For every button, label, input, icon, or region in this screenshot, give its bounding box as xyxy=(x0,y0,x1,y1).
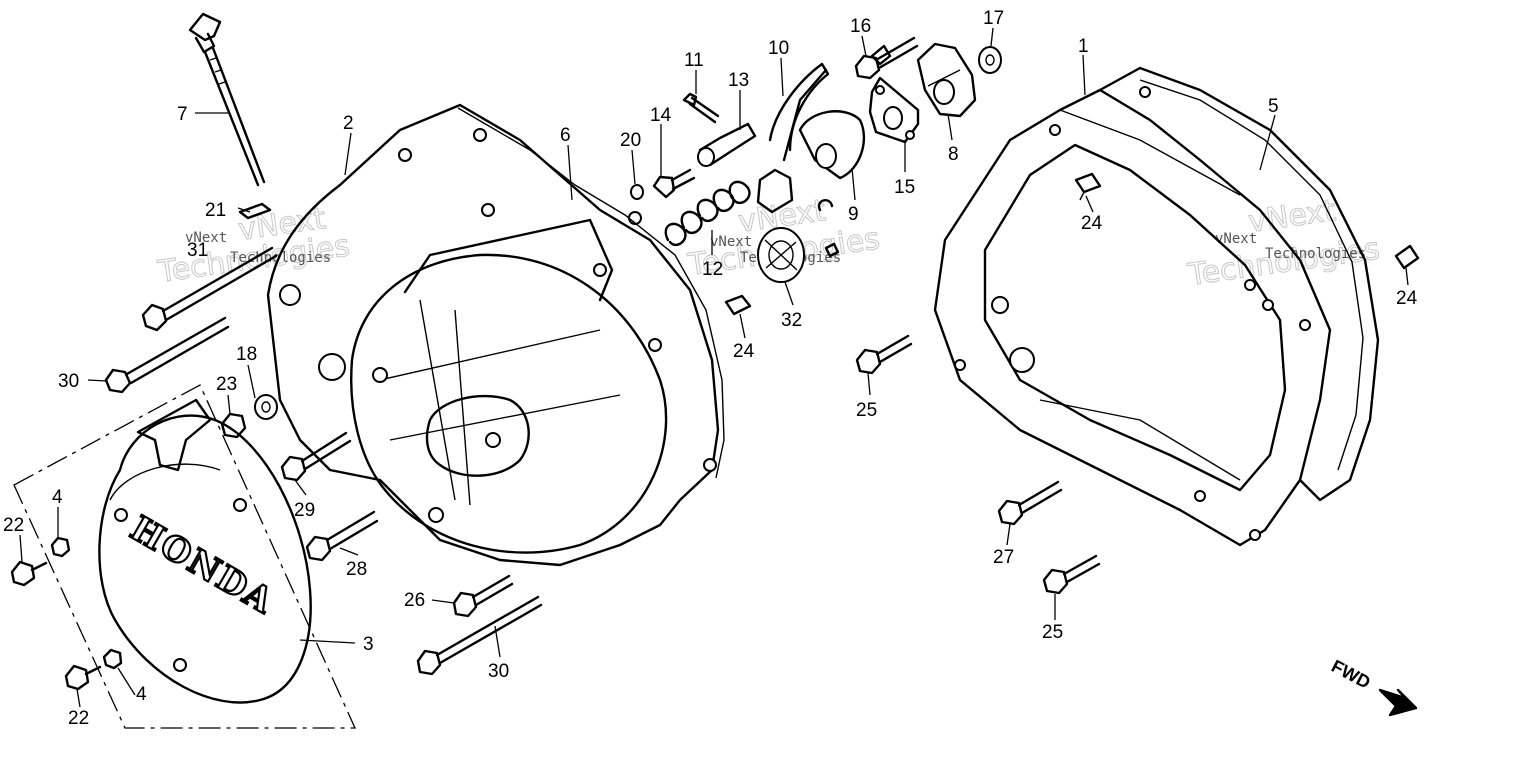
long-bolt-30-upper xyxy=(104,316,230,394)
lifter-joint-13 xyxy=(697,122,757,167)
label-30-upper: 30 xyxy=(58,371,79,392)
label-4-lower: 4 xyxy=(136,684,147,705)
label-3: 3 xyxy=(363,634,374,655)
small-washer-21 xyxy=(238,202,272,220)
honda-logo: HONDA xyxy=(124,509,281,623)
label-1: 1 xyxy=(1078,36,1089,57)
label-25-lower: 25 xyxy=(1042,622,1063,643)
forward-arrow: FWD xyxy=(1328,656,1418,717)
gasket-6 xyxy=(457,107,725,479)
bolt-25-upper xyxy=(855,334,913,375)
label-15: 15 xyxy=(894,177,915,198)
o-ring-20 xyxy=(630,184,644,200)
label-24-center: 24 xyxy=(733,341,755,362)
label-24-inner: 24 xyxy=(1081,213,1103,234)
plate-15 xyxy=(868,76,920,144)
label-25-upper: 25 xyxy=(856,400,877,421)
label-13: 13 xyxy=(728,70,749,91)
label-22-lower: 22 xyxy=(68,708,89,729)
grommet-4-upper xyxy=(50,536,71,558)
bolt-28 xyxy=(305,510,379,562)
label-27: 27 xyxy=(993,547,1014,568)
label-18: 18 xyxy=(236,344,257,365)
lifter-piece-9 xyxy=(798,110,866,180)
label-14: 14 xyxy=(650,105,672,126)
bolt-16 xyxy=(854,36,919,80)
clip-19 xyxy=(817,199,840,258)
screw-22-upper xyxy=(10,560,48,587)
collar-24-center xyxy=(724,294,752,316)
label-17: 17 xyxy=(983,8,1004,29)
label-32: 32 xyxy=(781,310,802,331)
forward-label: FWD xyxy=(1328,656,1374,693)
crankcase-cover xyxy=(266,103,720,567)
watermark-text-6: Technologies xyxy=(1265,246,1366,262)
washer-17 xyxy=(978,46,1002,74)
label-21: 21 xyxy=(205,200,226,221)
label-12: 12 xyxy=(702,259,723,280)
washer-18 xyxy=(254,394,278,420)
label-7: 7 xyxy=(177,104,188,125)
leader-lines xyxy=(19,27,1409,708)
label-24-right: 24 xyxy=(1396,288,1418,309)
watermark-text-2: Technologies xyxy=(230,250,331,266)
bearing-32 xyxy=(757,227,805,283)
label-8: 8 xyxy=(948,144,959,165)
watermark-right: Technologies vNext vNext Technologies xyxy=(1185,193,1383,294)
grommet-4-lower xyxy=(102,648,123,670)
cover-frame-1 xyxy=(933,86,1332,547)
label-30-lower: 30 xyxy=(488,661,509,682)
part-labels: 1 2 3 4 4 5 6 7 8 9 10 11 12 13 14 15 16… xyxy=(3,8,1418,729)
spring-12 xyxy=(664,180,751,247)
cover-outline-frame xyxy=(13,384,357,729)
label-11: 11 xyxy=(684,50,704,71)
gasket-5 xyxy=(1098,66,1380,502)
long-bolt-31 xyxy=(141,246,278,332)
dipstick xyxy=(188,12,266,187)
cam-plate-8 xyxy=(916,42,977,118)
screw-22-lower xyxy=(64,664,102,691)
label-31: 31 xyxy=(187,240,208,261)
label-28: 28 xyxy=(346,559,367,580)
watermark-text-3: vNext xyxy=(710,234,752,250)
bolt-27 xyxy=(997,480,1063,526)
watermark-text-5: vNext xyxy=(1215,231,1257,247)
label-20: 20 xyxy=(620,130,641,151)
label-22-upper: 22 xyxy=(3,515,24,536)
label-10: 10 xyxy=(768,38,789,59)
label-6: 6 xyxy=(560,125,571,146)
collar-24-right xyxy=(1394,244,1420,270)
label-29: 29 xyxy=(294,500,315,521)
label-16: 16 xyxy=(850,16,871,37)
pin-11 xyxy=(682,92,720,124)
long-bolt-30-lower xyxy=(416,595,543,676)
label-26: 26 xyxy=(404,590,425,611)
collar-24-inner xyxy=(1074,172,1102,201)
watermark-text-1: vNext xyxy=(185,230,227,246)
lifter-arm-10 xyxy=(756,62,830,214)
label-2: 2 xyxy=(343,113,354,134)
label-9: 9 xyxy=(848,204,859,225)
outer-cover-honda: HONDA xyxy=(98,398,312,704)
adjuster-14 xyxy=(652,168,696,199)
watermark-left: Technologies vNext vNext Technologies xyxy=(155,201,353,291)
bolt-29 xyxy=(280,431,352,482)
label-5: 5 xyxy=(1268,96,1279,117)
watermark-big-6: vNext xyxy=(1246,193,1338,240)
bolt-26 xyxy=(452,574,514,618)
label-23: 23 xyxy=(216,374,237,395)
bolt-25-lower xyxy=(1042,554,1101,595)
label-4-upper: 4 xyxy=(52,487,63,508)
